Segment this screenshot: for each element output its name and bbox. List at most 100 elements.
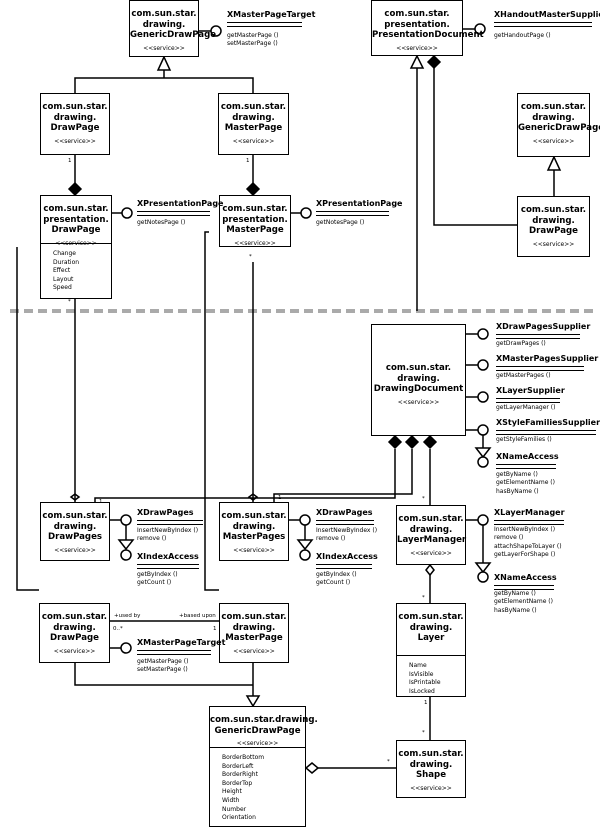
interface-name: XMasterPageTarget <box>227 10 316 19</box>
box-name: com.sun.star. drawing. Layer <box>398 612 464 643</box>
interface-name: XIndexAccess <box>316 552 378 561</box>
interface-operations: getNotesPage () <box>316 219 365 226</box>
box-name: com.sun.star. drawing. MasterPage <box>221 612 287 643</box>
box-name: com.sun.star. presentation. Presentation… <box>372 9 484 40</box>
stereotype: <<service>> <box>53 647 96 655</box>
box-name: com.sun.star. drawing. GenericDrawPage <box>518 102 600 133</box>
master-pages-box: com.sun.star. drawing. MasterPages <<ser… <box>219 502 289 561</box>
interface-operations: getMasterPage () setMasterPage () <box>137 658 189 674</box>
box-name: com.sun.star. drawing. MasterPages <box>221 511 287 542</box>
multiplicity-label: * <box>422 730 425 736</box>
box-name: com.sun.star. presentation. DrawPage <box>43 204 109 235</box>
box-name: com.sun.star. drawing. DrawPage <box>42 102 108 133</box>
multiplicity-label: * <box>68 299 71 305</box>
interface-operations: getByName () getElementName () hasByName… <box>494 590 553 614</box>
box-name: com.sun.star. drawing. DrawPage <box>520 205 587 236</box>
interface-operations: InsertNewByIndex () remove () <box>316 527 378 543</box>
multiplicity-label: 1 <box>99 499 103 505</box>
interface-operations: getByName () getElementName () hasByName… <box>496 471 555 495</box>
interface-name: XNameAccess <box>494 573 557 582</box>
multiplicity-label: 1 <box>424 700 428 706</box>
interface-operations: getLayerManager () <box>496 404 556 411</box>
role-label: +based upon <box>179 613 216 619</box>
multiplicity-label: 1 <box>213 626 217 632</box>
shape-box: com.sun.star. drawing. Shape <<service>> <box>396 740 466 798</box>
interface-underline <box>137 564 199 569</box>
interface-underline <box>496 334 580 339</box>
draw-page-lower-box: com.sun.star. drawing. DrawPage <<servic… <box>39 603 110 663</box>
multiplicity-label: * <box>387 759 390 765</box>
stereotype: <<service>> <box>236 740 279 747</box>
interface-operations: getStyleFamilies () <box>496 436 552 443</box>
interface-underline <box>316 520 374 525</box>
draw-page-right-box: com.sun.star. drawing. DrawPage <<servic… <box>517 196 590 257</box>
box-name: com.sun.star. presentation. MasterPage <box>222 204 288 235</box>
interface-underline <box>496 366 584 371</box>
layer-manager-box: com.sun.star. drawing. LayerManager <<se… <box>396 505 466 565</box>
box-name: com.sun.star. drawing. Shape <box>398 749 464 780</box>
interface-name: XDrawPages <box>137 508 194 517</box>
stereotype: <<service>> <box>233 546 275 554</box>
interface-underline <box>496 464 556 469</box>
interface-underline <box>496 430 596 435</box>
stereotype: <<service>> <box>143 44 185 52</box>
interface-underline <box>137 650 211 655</box>
multiplicity-label: 1 <box>246 158 250 164</box>
box-name: com.sun.star. drawing. DrawingDocument <box>373 363 464 394</box>
master-page-lower-box: com.sun.star. drawing. MasterPage <<serv… <box>219 603 289 663</box>
layer-box: com.sun.star. drawing. Layer Name IsVisi… <box>396 603 466 697</box>
multiplicity-label: 0..* <box>113 626 123 632</box>
interface-underline <box>494 585 554 590</box>
attribute-list: Name IsVisible IsPrintable IsLocked <box>397 655 465 696</box>
generic-draw-page-bottom-box: com.sun.star.drawing. GenericDrawPage <<… <box>209 706 318 827</box>
stereotype: <<service>> <box>234 239 276 247</box>
drawing-document-box: com.sun.star. drawing. DrawingDocument <… <box>371 324 466 436</box>
stereotype: <<service>> <box>54 546 96 554</box>
stereotype: <<service>> <box>54 137 96 145</box>
interface-operations: getMasterPage () setMasterPage () <box>227 32 279 48</box>
stereotype: <<service>> <box>396 44 438 52</box>
stereotype: <<service>> <box>410 784 452 792</box>
multiplicity-label: * <box>422 496 425 502</box>
interface-name: XNameAccess <box>496 452 559 461</box>
interface-operations: getMasterPages () <box>496 372 551 379</box>
box-name: com.sun.star. drawing. GenericDrawPage <box>130 9 217 40</box>
interface-underline <box>137 520 203 525</box>
draw-pages-box: com.sun.star. drawing. DrawPages <<servi… <box>40 502 110 561</box>
multiplicity-label: * <box>422 595 425 601</box>
interface-name: XStyleFamiliesSupplier <box>496 418 600 427</box>
interface-operations: getNotesPage () <box>137 219 186 226</box>
stereotype: <<service>> <box>532 137 575 145</box>
interface-name: XMasterPagesSupplier <box>496 354 599 363</box>
multiplicity-label: 1 <box>68 158 72 164</box>
interface-underline <box>227 22 302 27</box>
stereotype: <<service>> <box>233 647 275 655</box>
interface-name: XDrawPages <box>316 508 373 517</box>
interface-name: XDrawPagesSupplier <box>496 322 591 331</box>
interface-operations: getByIndex () getCount () <box>137 571 178 587</box>
box-name: com.sun.star. drawing. DrawPage <box>41 612 108 643</box>
box-name: com.sun.star.drawing. GenericDrawPage <box>210 715 318 736</box>
interface-name: XPresentationPage <box>316 199 403 208</box>
master-page-top-box: com.sun.star. drawing. MasterPage <<serv… <box>218 93 289 155</box>
presentation-document-box: com.sun.star. presentation. Presentation… <box>371 0 484 56</box>
role-label: +used by <box>114 613 141 619</box>
interface-name: XIndexAccess <box>137 552 199 561</box>
attribute-list: BorderBottom BorderLeft BorderRight Bord… <box>210 747 305 823</box>
interface-name: XMasterPageTarget <box>137 638 226 647</box>
interface-operations: getByIndex () getCount () <box>316 571 357 587</box>
interface-underline <box>137 211 210 216</box>
interface-underline <box>316 211 389 216</box>
box-name: com.sun.star. drawing. MasterPage <box>220 102 287 133</box>
stereotype: <<service>> <box>397 398 440 406</box>
attribute-list: Change Duration Effect Layout Speed <box>41 243 111 293</box>
interface-name: XLayerManager <box>494 508 565 517</box>
interface-operations: InsertNewByIndex () remove () attachShap… <box>494 526 562 558</box>
stereotype: <<service>> <box>410 549 452 557</box>
stereotype: <<service>> <box>232 137 275 145</box>
generic-draw-page-right-box: com.sun.star. drawing. GenericDrawPage <… <box>517 93 600 157</box>
presentation-master-page-box: com.sun.star. presentation. MasterPage <… <box>219 195 291 247</box>
presentation-draw-page-box: com.sun.star. presentation. DrawPage <<s… <box>40 195 112 299</box>
draw-page-top-box: com.sun.star. drawing. DrawPage <<servic… <box>40 93 110 155</box>
generic-draw-page-top-box: com.sun.star. drawing. GenericDrawPage <… <box>129 0 217 57</box>
